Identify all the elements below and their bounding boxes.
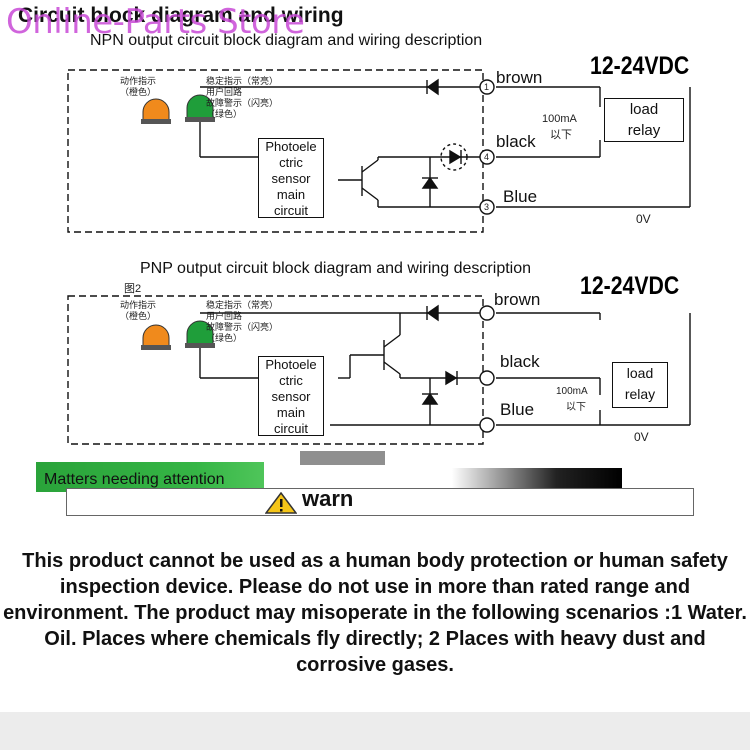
pnp-zero-volt: 0V: [634, 430, 649, 444]
npn-action-led-icon: [142, 98, 170, 121]
npn-load-relay: load relay: [604, 98, 684, 142]
npn-stable-led-icon: [186, 94, 214, 119]
npn-diagram: [67, 69, 691, 233]
warning-triangle-icon: [265, 492, 297, 514]
warning-body-text: This product cannot be used as a human b…: [3, 550, 747, 676]
pnp-action-indicator-label: 动作指示 （橙色）: [120, 300, 157, 321]
pnp-current-cn: 以下: [566, 402, 586, 413]
npn-terminal-3: 3: [484, 202, 490, 212]
npn-wire-blue: Blue: [503, 187, 538, 206]
npn-zero-volt: 0V: [636, 212, 651, 226]
pnp-terminals: [479, 305, 495, 433]
store-watermark: Online-Parts Store: [6, 2, 305, 42]
footer-band: [0, 712, 750, 750]
scan-artifact: [300, 451, 385, 465]
npn-action-indicator-label: 动作指示 （橙色）: [120, 76, 157, 97]
npn-wire-brown: brown: [496, 68, 543, 87]
pnp-main-circuit-box: Photoele ctric sensor main circuit: [258, 356, 324, 436]
npn-stable-indicator-label: 稳定指示（常亮） 用户回路 故障警示（闪亮） （绿色）: [206, 76, 279, 119]
page-title: Circuit block diagram and wiring: [18, 4, 344, 27]
npn-voltage: 12-24VDC: [590, 52, 690, 80]
pnp-stable-led-icon: [186, 320, 214, 345]
pnp-voltage: 12-24VDC: [580, 272, 680, 300]
pnp-load-relay: load relay: [612, 362, 668, 408]
warn-box: [66, 488, 694, 516]
npn-current: 100mA: [542, 113, 577, 125]
npn-current-cn: 以下: [550, 129, 572, 141]
pnp-current: 100mA: [556, 386, 588, 397]
pnp-wire-blue: Blue: [500, 400, 535, 419]
npn-terminals: [479, 79, 495, 215]
warn-label: warn: [302, 486, 354, 511]
npn-terminal-1: 1: [484, 82, 490, 92]
npn-terminal-4: 4: [484, 152, 490, 162]
attention-banner: [36, 462, 264, 492]
npn-main-circuit-box: Photoele ctric sensor main circuit: [258, 138, 324, 218]
pnp-housing: [67, 295, 484, 445]
npn-subtitle: NPN output circuit block diagram and wir…: [90, 32, 483, 49]
npn-leds: [141, 94, 215, 124]
attention-heading: Matters needing attention: [44, 471, 225, 488]
pnp-action-led-icon: [142, 324, 170, 347]
pnp-diagram: [67, 295, 691, 445]
pnp-stable-indicator-label: 稳定指示（常亮） 用户回路 故障警示（闪亮） （绿色）: [206, 300, 279, 343]
npn-wire-black: black: [496, 132, 536, 151]
pnp-diode-top: [426, 304, 439, 322]
npn-diode-top: [426, 78, 439, 96]
pnp-wire-black: black: [500, 352, 540, 371]
pnp-subtitle: PNP output circuit block diagram and wir…: [140, 260, 532, 277]
pnp-leds: [141, 320, 215, 350]
pnp-wire-brown: brown: [494, 290, 541, 309]
pnp-figure-label: 图2: [124, 283, 142, 295]
